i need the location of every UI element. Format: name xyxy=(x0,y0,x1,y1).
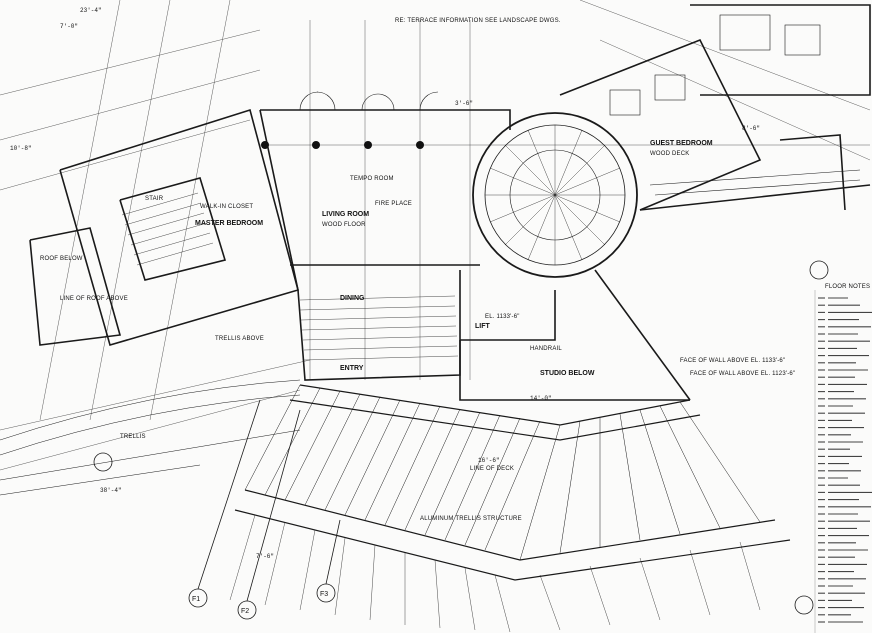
lower-trellis-slats xyxy=(229,514,761,633)
label-line-of-roof: LINE OF ROOF ABOVE xyxy=(60,296,128,302)
left-stair-hatch xyxy=(121,192,214,266)
grid-mark-labels: F1 F2 F3 xyxy=(192,591,328,615)
deck-outline xyxy=(234,384,791,581)
label-guest-bedroom: GUEST BEDROOM xyxy=(650,140,713,147)
label-line-of-deck: LINE OF DECK xyxy=(470,466,514,472)
dim-9: 7'-6" xyxy=(256,553,274,560)
dim-7: 14'-0" xyxy=(530,395,552,402)
grid-bubbles xyxy=(93,260,829,620)
label-walk-in-closet: WALK-IN CLOSET xyxy=(200,204,253,210)
floor-notes-legend xyxy=(818,297,872,623)
label-living-room: LIVING ROOM xyxy=(322,211,369,218)
right-wing-details xyxy=(609,14,861,196)
dim-4: 16'-6" xyxy=(478,457,500,464)
label-handrail: HANDRAIL xyxy=(530,346,562,352)
grid-mark-f3: F3 xyxy=(320,591,328,598)
label-dining: DINING xyxy=(340,295,365,302)
label-trellis: TRELLIS xyxy=(120,434,146,440)
construction-lines xyxy=(0,0,871,471)
grid-mark-f2: F2 xyxy=(241,608,249,615)
dim-8: 3'-6" xyxy=(455,100,473,107)
label-face-of-wall-2: FACE OF WALL ABOVE EL. 1123'-6" xyxy=(690,371,795,377)
columns xyxy=(261,141,424,149)
label-fire-place: FIRE PLACE xyxy=(375,201,412,207)
plan-labels: RE: TERRACE INFORMATION SEE LANDSCAPE DW… xyxy=(40,18,870,522)
dimension-labels: 23'-4" 7'-0" 10'-8" 16'-6" 38'-4" 8'-6" … xyxy=(10,7,760,560)
round-tower xyxy=(472,112,638,278)
studio-walls xyxy=(459,269,691,401)
left-trellis xyxy=(0,379,301,496)
label-floor-notes: FLOOR NOTES xyxy=(825,284,870,290)
label-face-of-wall-1: FACE OF WALL ABOVE EL. 1133'-6" xyxy=(680,358,785,364)
label-roof-below: ROOF BELOW xyxy=(40,256,83,262)
dim-5: 38'-4" xyxy=(100,487,122,494)
right-wing-walls xyxy=(559,4,871,211)
label-lift: LIFT xyxy=(475,323,490,330)
label-aluminum-trellis: ALUMINUM TRELLIS STRUCTURE xyxy=(420,516,522,522)
label-trellis-above: TRELLIS ABOVE xyxy=(215,336,264,342)
trellis-slats xyxy=(244,384,761,561)
dim-6: 8'-6" xyxy=(742,125,760,132)
label-wood-floor: WOOD FLOOR xyxy=(322,222,366,228)
door-swings xyxy=(299,91,439,111)
deck-hatch xyxy=(299,295,459,361)
dim-3: 10'-8" xyxy=(10,145,32,152)
label-wood-deck: WOOD DECK xyxy=(650,151,689,157)
grid-mark-f1: F1 xyxy=(192,596,200,603)
dim-1: 23'-4" xyxy=(80,7,102,14)
label-studio-below: STUDIO BELOW xyxy=(540,370,595,377)
label-entry: ENTRY xyxy=(340,365,364,372)
label-stair: STAIR xyxy=(145,196,164,202)
label-floor-el: EL. 1133'-6" xyxy=(485,314,520,320)
label-tempo-room: TEMPO ROOM xyxy=(350,176,394,182)
label-terrace: RE: TERRACE INFORMATION SEE LANDSCAPE DW… xyxy=(395,18,561,24)
dim-2: 7'-0" xyxy=(60,23,78,30)
left-wing-walls xyxy=(29,108,299,346)
label-master-bedroom: MASTER BEDROOM xyxy=(195,220,263,227)
